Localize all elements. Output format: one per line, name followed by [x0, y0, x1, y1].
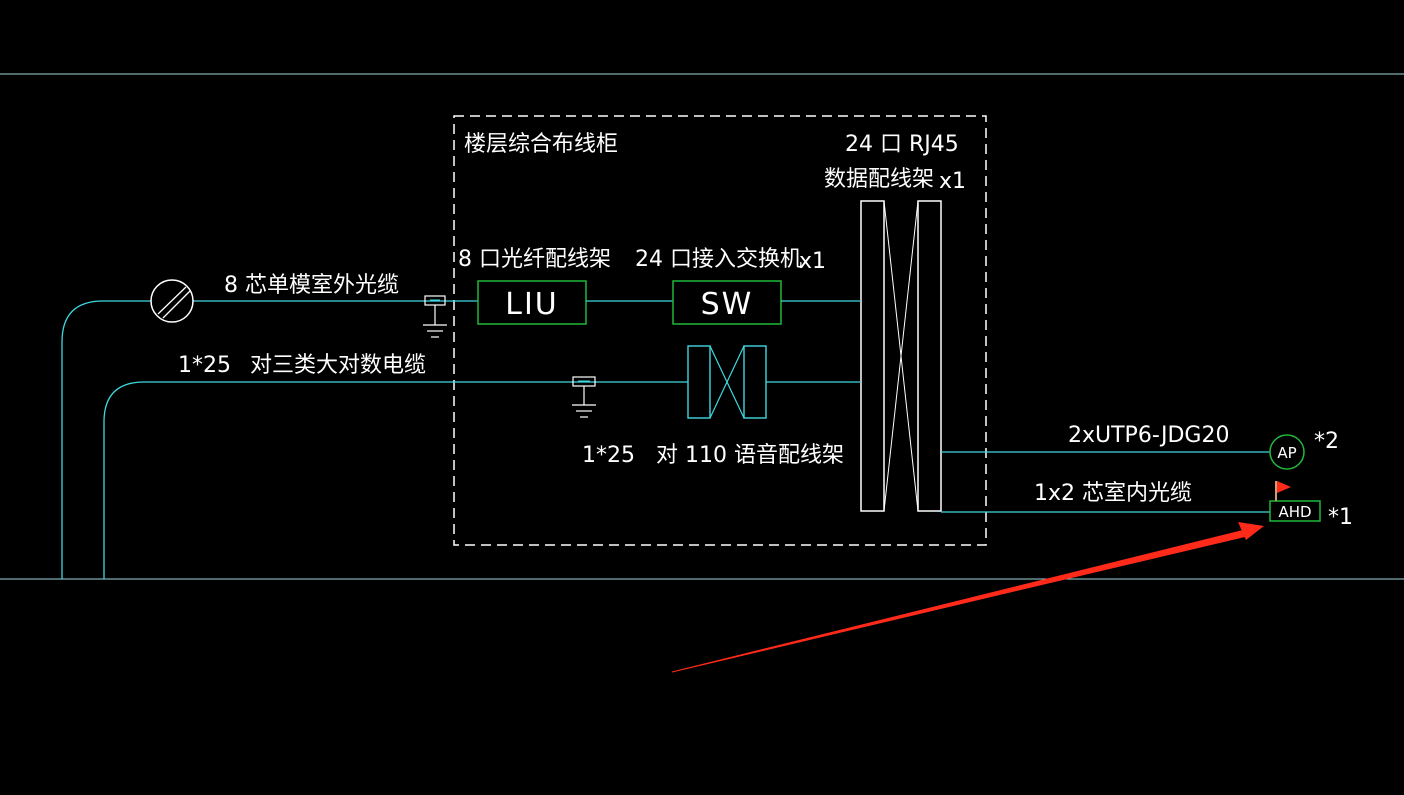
patch-panel-line2: 数据配线架	[824, 167, 934, 192]
ap-qty: *2	[1314, 429, 1339, 454]
ahd-qty: *1	[1328, 505, 1353, 530]
voice-panel-count: 1*25	[582, 443, 635, 468]
outdoor-fiber-label: 8 芯单模室外光缆	[224, 273, 399, 298]
switch-label: 24 口接入交换机	[635, 247, 802, 272]
copper-cable-label: 对三类大对数电缆	[250, 353, 426, 378]
voice-patch-panel	[687, 345, 767, 419]
ahd-text: AHD	[1278, 503, 1311, 521]
ap-cable-label: 2xUTP6-JDG20	[1068, 423, 1229, 448]
ap-circle	[1269, 434, 1305, 470]
splice-circle-icon	[150, 279, 194, 323]
red-arrow-annotation-icon	[671, 522, 1264, 673]
liu-box	[477, 280, 587, 325]
fiber-panel-label: 8 口光纤配线架	[458, 247, 611, 272]
ap-text: AP	[1277, 444, 1296, 462]
flag-icon	[1275, 481, 1291, 501]
patch-panel-line1: 24 口 RJ45	[845, 132, 959, 157]
cabinet-frame	[453, 115, 987, 546]
sw-box-text: SW	[701, 287, 754, 322]
copper-cable-count: 1*25	[178, 353, 231, 378]
liu-box-text: LIU	[505, 287, 559, 322]
voice-panel-label: 对 110 语音配线架	[656, 443, 844, 468]
switch-qty: x1	[799, 249, 826, 274]
patch-panel-qty: x1	[939, 169, 966, 194]
outdoor-fiber-cable	[61, 300, 478, 579]
data-patch-panel	[860, 200, 942, 512]
ahd-box	[1269, 500, 1321, 522]
cabinet-title: 楼层综合布线柜	[464, 132, 618, 157]
fiber-ground-symbol-icon	[423, 295, 447, 338]
ahd-cable-label: 1x2 芯室内光缆	[1034, 481, 1192, 506]
copper-cable	[103, 381, 688, 579]
sw-box	[672, 280, 782, 325]
copper-ground-symbol-icon	[572, 376, 596, 418]
